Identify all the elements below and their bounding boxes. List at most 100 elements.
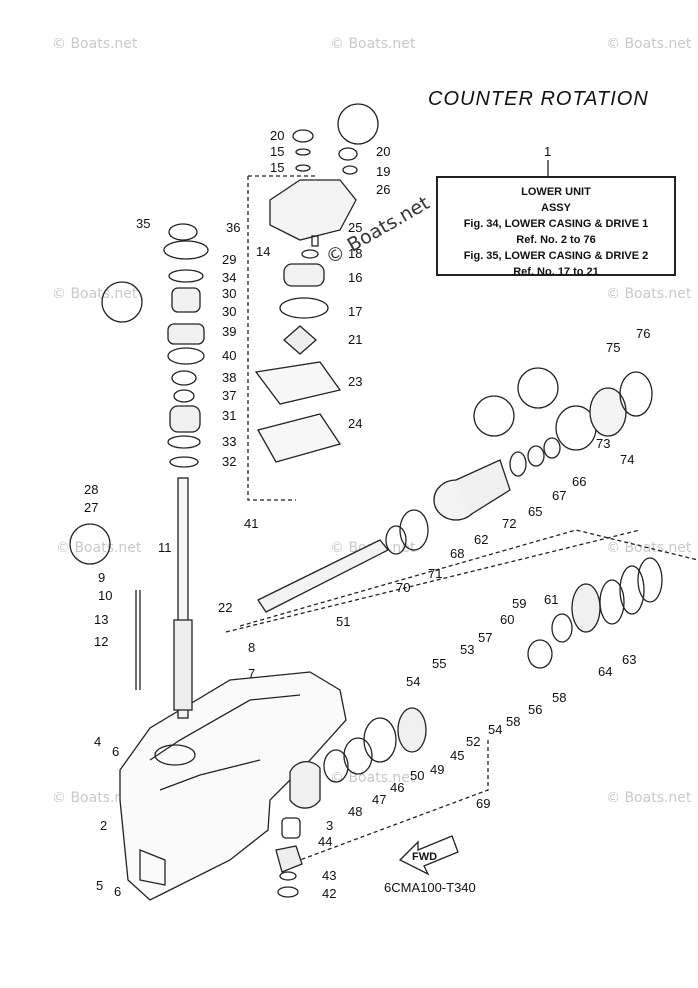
part-19 [342, 165, 358, 175]
callout: 18 [348, 246, 362, 261]
callout: 67 [552, 488, 566, 503]
watermark: © Boats.net [606, 286, 692, 302]
callout: 43 [322, 868, 336, 883]
plate-23 [254, 361, 342, 405]
watermark: © Boats.net [56, 540, 142, 556]
pump-housing-14 [269, 179, 357, 241]
callout: 17 [348, 304, 362, 319]
callout: 40 [222, 348, 236, 363]
callout: 48 [348, 804, 362, 819]
ref-line-3: Fig. 34, LOWER CASING & DRIVE 1 [463, 218, 649, 230]
group-bracket-gears [299, 740, 489, 861]
diagram-code: 6CMA100-T340 [384, 880, 476, 895]
watermark: © Boats.net [52, 286, 138, 302]
callout: 2 [100, 818, 107, 833]
callout: 6 [114, 884, 121, 899]
callout: 54 [488, 722, 502, 737]
ref-line-4: Ref. No. 2 to 76 [516, 234, 596, 246]
callout: 55 [432, 656, 446, 671]
callout: 39 [222, 324, 236, 339]
callout: 54 [406, 674, 420, 689]
part-50 [343, 737, 373, 775]
group-bracket-shaft [225, 529, 641, 633]
watermark: © Boats.net [606, 540, 692, 556]
callout: 31 [222, 408, 236, 423]
callout: 60 [500, 612, 514, 627]
drive-shaft [177, 477, 189, 719]
reference-box: LOWER UNIT ASSY Fig. 34, LOWER CASING & … [436, 176, 676, 278]
callout: 7 [248, 666, 255, 681]
callout: 53 [460, 642, 474, 657]
detail-circle [473, 395, 515, 437]
callout: 45 [450, 748, 464, 763]
callout: 35 [136, 216, 150, 231]
callout: 51 [336, 614, 350, 629]
callout: 44 [318, 834, 332, 849]
callout: 68 [450, 546, 464, 561]
watermark: © Boats.net [330, 36, 416, 52]
callout: 26 [376, 182, 390, 197]
seal-66 [543, 437, 561, 459]
callout: 76 [636, 326, 650, 341]
o-ring-33 [167, 435, 201, 449]
callout: 16 [348, 270, 362, 285]
diagram-title: COUNTER ROTATION [428, 88, 649, 110]
watermark: © Boats.net [606, 36, 692, 52]
callout: 23 [348, 374, 362, 389]
callout: 74 [620, 452, 634, 467]
casing-port [154, 744, 196, 766]
callout: 58 [552, 690, 566, 705]
part-70 [385, 525, 407, 555]
callout: 10 [98, 588, 112, 603]
bearing-30 [171, 287, 201, 313]
part-40 [167, 347, 205, 365]
watermark: © Boats.net [606, 790, 692, 806]
callout: 15 [270, 160, 284, 175]
watermark: © Boats.net [52, 790, 138, 806]
callout: 57 [478, 630, 492, 645]
detail-circle [517, 367, 559, 409]
callout: 20 [270, 128, 284, 143]
callout: 49 [430, 762, 444, 777]
callout: 47 [372, 792, 386, 807]
lower-casing [119, 671, 347, 901]
part-39 [167, 323, 205, 345]
ref-line-6: Ref. No. 17 to 21 [513, 266, 599, 278]
callout: 29 [222, 252, 236, 267]
callout: 3 [326, 818, 333, 833]
ref-line-2: ASSY [541, 202, 571, 214]
callout: 22 [218, 600, 232, 615]
part-20 [338, 147, 358, 161]
part-29 [163, 240, 209, 260]
part-63 [637, 557, 663, 603]
callout: 32 [222, 454, 236, 469]
drive-shaft-spline [173, 619, 193, 711]
detail-circle [101, 281, 143, 323]
detail-circle [337, 103, 379, 145]
callout-labels: 20 15 15 14 35 36 29 34 30 30 39 40 38 3… [84, 128, 650, 901]
insert-16 [283, 263, 325, 287]
casing-fin [139, 849, 166, 886]
part-46 [323, 749, 349, 783]
callout: 21 [348, 332, 362, 347]
callout: 33 [222, 434, 236, 449]
callout: 1 [544, 144, 551, 159]
callout: 34 [222, 270, 236, 285]
callout: 20 [376, 144, 390, 159]
callout: 19 [376, 164, 390, 179]
callout: 38 [222, 370, 236, 385]
bearing-65 [509, 451, 527, 477]
callout: 66 [572, 474, 586, 489]
spring-61 [551, 613, 573, 643]
callout: 65 [528, 504, 542, 519]
watermark: © Boats.net [52, 36, 138, 52]
detail-circle [69, 523, 111, 565]
dog-clutch-60 [527, 639, 553, 669]
callout: 64 [598, 664, 612, 679]
callout: 24 [348, 416, 362, 431]
callout: 62 [474, 532, 488, 547]
callout: 13 [94, 612, 108, 627]
impeller-21 [283, 325, 317, 355]
gasket-24 [257, 413, 342, 463]
